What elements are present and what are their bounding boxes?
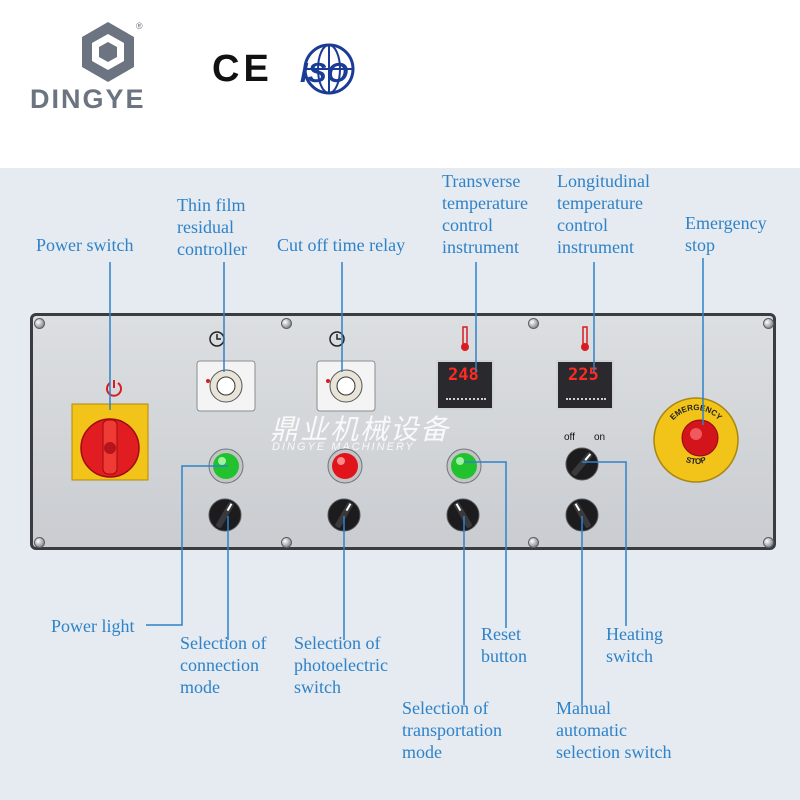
screw — [34, 318, 45, 329]
label-thin-film-controller: Thin film residual controller — [177, 194, 247, 260]
label-line: transportation — [402, 720, 502, 740]
svg-text:STOP: STOP — [685, 455, 708, 466]
label-line: Selection of — [180, 633, 267, 653]
display-buttons — [446, 398, 486, 406]
label-line: Thin film — [177, 195, 246, 215]
label-line: stop — [685, 235, 716, 255]
screw — [281, 318, 292, 329]
label-line: temperature — [442, 193, 528, 213]
emergency-stop-button[interactable]: EMERGENCY STOP — [652, 396, 740, 484]
clock-icon — [329, 331, 345, 347]
label-line: instrument — [442, 237, 519, 257]
cut-off-time-relay[interactable] — [316, 360, 376, 412]
screw — [528, 318, 539, 329]
label-line: Power switch — [36, 235, 134, 255]
longitudinal-temperature-display[interactable]: 225 — [556, 360, 614, 410]
label-line: selection switch — [556, 742, 672, 762]
label-line: Manual — [556, 698, 611, 718]
label-line: Heating — [606, 624, 663, 644]
label-line: Selection of — [294, 633, 381, 653]
watermark-english: DINGYE MACHINERY — [272, 441, 415, 453]
label-line: switch — [294, 677, 341, 697]
label-line: Emergency — [685, 213, 767, 233]
label-line: mode — [402, 742, 442, 762]
brand-name: DINGYE — [30, 84, 146, 114]
label-cut-off-time-relay: Cut off time relay — [277, 234, 405, 256]
label-line: Transverse — [442, 171, 521, 191]
screw — [281, 537, 292, 548]
control-panel — [30, 313, 776, 550]
label-line: Power light — [51, 616, 135, 636]
label-power-switch: Power switch — [36, 234, 134, 256]
iso-globe-icon — [303, 43, 355, 95]
dingye-logo-icon — [82, 22, 134, 82]
transverse-temperature-value: 248 — [448, 365, 479, 385]
header: ® DINGYE CE ISO — [0, 0, 800, 168]
label-line: instrument — [557, 237, 634, 257]
label-line: control — [442, 215, 493, 235]
label-line: Cut off time relay — [277, 235, 406, 255]
screw — [763, 537, 774, 548]
label-power-light: Power light — [51, 615, 135, 637]
label-transportation-mode: Selection of transportation mode — [402, 697, 502, 763]
thin-film-controller[interactable] — [196, 360, 256, 412]
label-line: control — [557, 215, 608, 235]
watermark-chinese: 鼎业机械设备 — [270, 413, 451, 446]
label-emergency-stop: Emergency stop — [685, 212, 767, 256]
label-line: switch — [606, 646, 653, 666]
transportation-mode-selector[interactable] — [446, 498, 480, 532]
label-line: connection — [180, 655, 259, 675]
label-line: mode — [180, 677, 220, 697]
power-switch[interactable] — [70, 402, 150, 482]
thermometer-icon — [581, 326, 589, 351]
thermometer-icon — [461, 326, 469, 351]
label-line: Reset — [481, 624, 521, 644]
label-line: residual — [177, 217, 234, 237]
label-line: Selection of — [402, 698, 489, 718]
transverse-temperature-display[interactable]: 248 — [436, 360, 494, 410]
label-line: controller — [177, 239, 247, 259]
label-line: temperature — [557, 193, 643, 213]
connection-mode-selector[interactable] — [208, 498, 242, 532]
label-line: Longitudinal — [557, 171, 650, 191]
label-transverse-temperature: Transverse temperature control instrumen… — [442, 170, 528, 258]
photoelectric-light — [327, 448, 363, 484]
label-line: photoelectric — [294, 655, 388, 675]
label-connection-mode: Selection of connection mode — [180, 632, 266, 698]
screw — [34, 537, 45, 548]
estop-bottom-text: STOP — [685, 455, 708, 466]
label-heating-switch: Heating switch — [606, 623, 663, 667]
iso-mark: ISO — [300, 57, 349, 88]
label-photoelectric-switch: Selection of photoelectric switch — [294, 632, 388, 698]
label-reset-button: Reset button — [481, 623, 527, 667]
reset-button[interactable] — [446, 448, 482, 484]
display-buttons — [566, 398, 606, 406]
heating-on-mark: on — [594, 432, 606, 443]
longitudinal-temperature-value: 225 — [568, 365, 599, 385]
screw — [528, 537, 539, 548]
heating-switch[interactable] — [565, 447, 599, 481]
label-line: button — [481, 646, 528, 666]
label-longitudinal-temperature: Longitudinal temperature control instrum… — [557, 170, 650, 258]
label-manual-automatic: Manual automatic selection switch — [556, 697, 671, 763]
ce-mark: CE — [212, 48, 273, 90]
registered-mark: ® — [136, 21, 143, 31]
power-symbol-icon — [106, 380, 122, 397]
heating-off-mark: off — [564, 432, 575, 443]
screw — [763, 318, 774, 329]
label-line: automatic — [556, 720, 627, 740]
